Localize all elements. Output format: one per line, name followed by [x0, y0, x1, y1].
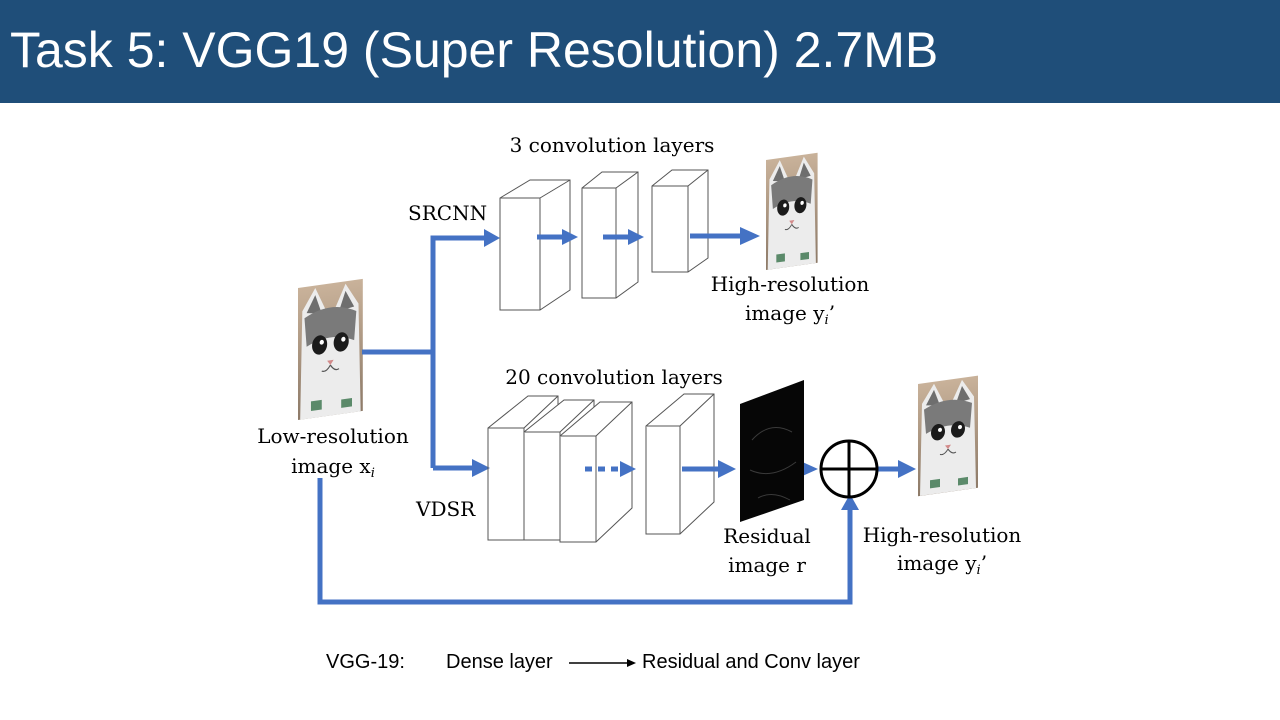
vdsr-branch-label: VDSR	[415, 497, 476, 521]
vdsr-conv-block-4	[645, 393, 715, 535]
srcnn-output-cat-image	[765, 152, 819, 271]
srcnn-arrows	[537, 227, 760, 245]
addition-node-icon	[819, 439, 879, 499]
input-label-line2: image xi	[291, 454, 375, 481]
residual-image	[740, 380, 804, 522]
vdsr-conv-block-3	[559, 401, 633, 543]
footer-arrow-icon	[569, 659, 636, 667]
srcnn-branch-label: SRCNN	[408, 201, 487, 225]
vdsr-output-label-line2: image yi’	[897, 551, 987, 578]
residual-label-line1: Residual	[723, 524, 811, 548]
input-cat-image	[297, 278, 364, 421]
srcnn-conv-block-1	[499, 179, 571, 311]
vdsr-output-cat-image	[917, 375, 979, 497]
connector-arrowheads	[472, 229, 859, 510]
vdsr-output-label-line1: High-resolution	[863, 523, 1022, 547]
footer-from-label: Dense layer	[446, 651, 553, 673]
srcnn-conv-block-3	[651, 169, 709, 273]
srcnn-section-label: 3 convolution layers	[510, 133, 715, 157]
srcnn-output-label-line2: image yi’	[745, 301, 835, 328]
input-label-line1: Low-resolution	[257, 424, 409, 448]
residual-label-line2: image r	[728, 553, 806, 577]
slide-title: Task 5: VGG19 (Super Resolution) 2.7MB	[10, 22, 939, 78]
footer-to-label: Residual and Conv layer	[642, 651, 860, 673]
footer-model-label: VGG-19:	[326, 651, 405, 673]
branch-connectors	[317, 235, 853, 605]
vdsr-section-label: 20 convolution layers	[505, 365, 723, 389]
title-bar: Task 5: VGG19 (Super Resolution) 2.7MB	[0, 0, 1280, 103]
srcnn-output-label-line1: High-resolution	[711, 272, 870, 296]
srcnn-conv-block-2	[581, 171, 639, 299]
